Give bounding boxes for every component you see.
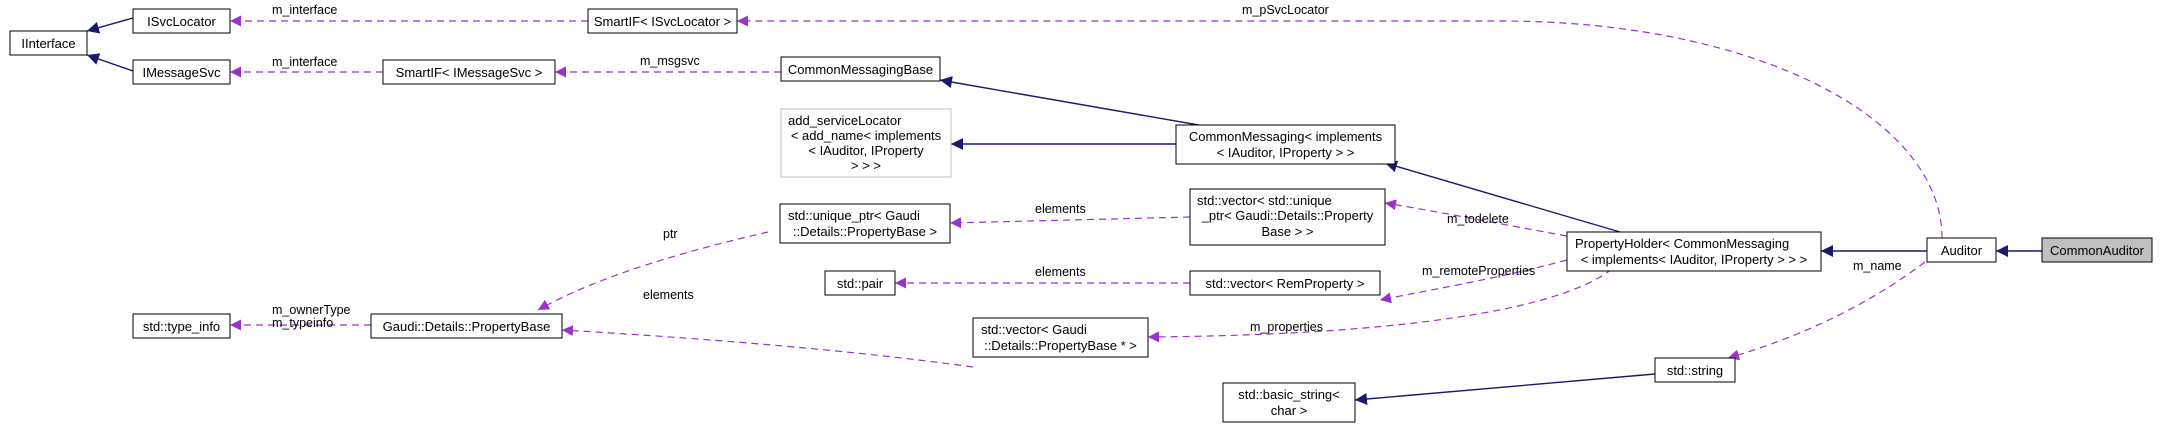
edge-label-m-name: m_name — [1853, 259, 1902, 273]
node-label-line-1: add_serviceLocator — [788, 113, 902, 128]
node-label-line-2: < add_name< implements — [791, 128, 942, 143]
node-label: CommonAuditor — [2050, 243, 2145, 258]
node-label-line-3: Base > > — [1261, 224, 1313, 239]
edge-label-m-properties: m_properties — [1250, 320, 1323, 334]
node-unique-ptr[interactable]: std::unique_ptr< Gaudi ::Details::Proper… — [779, 203, 951, 244]
node-propertyholder[interactable]: PropertyHolder< CommonMessaging < implem… — [1566, 231, 1822, 272]
edge-m-remoteproperties — [1379, 259, 1568, 304]
edge-commonmessaging-base — [939, 76, 1211, 128]
node-vector-unique-ptr[interactable]: std::vector< std::unique _ptr< Gaudi::De… — [1189, 188, 1386, 246]
node-label-line-1: std::basic_string< — [1238, 387, 1340, 402]
edge-m-properties — [1147, 268, 1613, 343]
edge-m-name — [1727, 261, 1926, 361]
edge-label-m-ownertype: m_ownerType — [272, 303, 351, 317]
edge-ptr — [537, 231, 769, 311]
node-std-string[interactable]: std::string — [1654, 357, 1736, 383]
node-std-pair[interactable]: std::pair — [824, 270, 896, 296]
node-imessagesvc[interactable]: IMessageSvc — [132, 59, 231, 85]
edge-label-m-todelete: m_todelete — [1447, 212, 1509, 226]
node-label-line-2: _ptr< Gaudi::Details::Property — [1201, 208, 1374, 223]
node-label: std::string — [1667, 363, 1723, 378]
node-label: std::type_info — [143, 319, 220, 334]
node-label: std::pair — [837, 276, 884, 291]
node-label-line-1: std::vector< Gaudi — [981, 322, 1087, 337]
edge-label-m-typeinfo: m_typeinfo — [272, 316, 333, 330]
node-auditor[interactable]: Auditor — [1926, 237, 1997, 263]
edge-imessagesvc-iinterface — [86, 53, 134, 72]
edge-string-basicstring — [1354, 373, 1656, 405]
edge-label-m-remoteproperties: m_remoteProperties — [1422, 264, 1535, 278]
edge-elements-uniqueptr — [949, 216, 1191, 229]
node-propertybase[interactable]: Gaudi::Details::PropertyBase — [370, 313, 563, 339]
edge-label-ptr: ptr — [663, 227, 678, 241]
node-label: SmartIF< ISvcLocator > — [594, 14, 731, 29]
node-smartif-isvclocator[interactable]: SmartIF< ISvcLocator > — [587, 8, 738, 34]
node-label-line-2: char > — [1271, 403, 1308, 418]
node-label: std::vector< RemProperty > — [1206, 276, 1365, 291]
edge-label-m-interface-2: m_interface — [272, 55, 337, 69]
node-iinterface[interactable]: IInterface — [9, 30, 88, 56]
node-commonmessaging[interactable]: CommonMessaging< implements < IAuditor, … — [1175, 124, 1396, 165]
node-label-line-1: CommonMessaging< implements — [1189, 129, 1383, 144]
node-label: ISvcLocator — [147, 14, 216, 29]
node-commonauditor[interactable]: CommonAuditor — [2041, 237, 2153, 263]
edge-label-elements-3: elements — [643, 288, 694, 302]
edge-m-psvclocator — [737, 15, 1943, 239]
edge-label-m-interface-1: m_interface — [272, 3, 337, 17]
edge-isvclocator-iinterface — [86, 17, 134, 34]
node-label-line-1: std::vector< std::unique — [1197, 193, 1332, 208]
node-smartif-imessagesvc[interactable]: SmartIF< IMessageSvc > — [382, 59, 556, 85]
edge-elements-propbase — [561, 325, 974, 368]
edge-label-elements-2: elements — [1035, 265, 1086, 279]
node-label-line-1: std::unique_ptr< Gaudi — [788, 208, 920, 223]
edge-label-m-psvclocator: m_pSvcLocator — [1242, 3, 1329, 17]
node-add-servicelocator[interactable]: add_serviceLocator < add_name< implement… — [780, 108, 952, 178]
node-label: IInterface — [21, 36, 75, 51]
node-vector-propertybase-ptr[interactable]: std::vector< Gaudi ::Details::PropertyBa… — [972, 317, 1149, 358]
node-vector-remproperty[interactable]: std::vector< RemProperty > — [1189, 270, 1381, 296]
node-label-line-2: < IAuditor, IProperty > > — [1217, 145, 1355, 160]
node-label: SmartIF< IMessageSvc > — [396, 65, 543, 80]
node-label: CommonMessagingBase — [788, 62, 933, 77]
node-type-info[interactable]: std::type_info — [132, 313, 231, 339]
node-label: Gaudi::Details::PropertyBase — [383, 319, 551, 334]
node-label-line-1: PropertyHolder< CommonMessaging — [1575, 236, 1789, 251]
node-label-line-2: < implements< IAuditor, IProperty > > > — [1581, 252, 1808, 267]
edge-label-elements-1: elements — [1035, 202, 1086, 216]
node-isvclocator[interactable]: ISvcLocator — [132, 8, 231, 34]
node-label-line-3: < IAuditor, IProperty — [808, 143, 924, 158]
edge-m-todelete — [1384, 199, 1568, 237]
node-label-line-2: ::Details::PropertyBase * > — [984, 338, 1137, 353]
node-basic-string[interactable]: std::basic_string< char > — [1222, 382, 1356, 423]
edge-propertyholder-commonmessaging — [1384, 160, 1621, 233]
node-label: Auditor — [1941, 243, 1983, 258]
edge-label-m-msgsvc: m_msgsvc — [640, 54, 700, 68]
node-label-line-4: > > > — [851, 158, 881, 173]
node-label-line-2: ::Details::PropertyBase > — [793, 224, 937, 239]
node-label: IMessageSvc — [142, 65, 221, 80]
node-commonmessagingbase[interactable]: CommonMessagingBase — [780, 56, 941, 82]
